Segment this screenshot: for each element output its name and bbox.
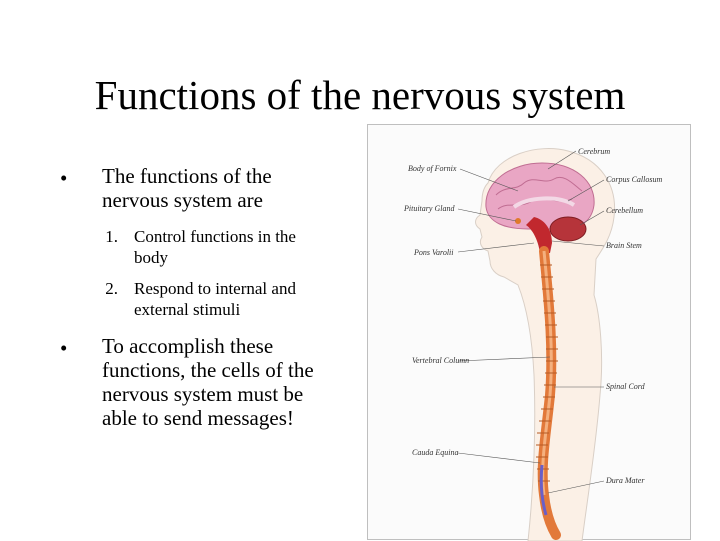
subitem-1-line-2: body (134, 248, 168, 267)
bullet-marker: • (60, 166, 68, 190)
pituitary-gland (515, 218, 521, 224)
bullet-2-line-1: To accomplish these (102, 334, 274, 358)
label-dura-mater: Dura Mater (605, 476, 645, 485)
bullet-2-line-3: nervous system must be (102, 382, 304, 406)
label-brain-stem: Brain Stem (606, 241, 642, 250)
subitem-2-line-1: Respond to internal and (134, 279, 296, 298)
bullet-1: The functions of the nervous system are (102, 164, 272, 212)
label-cerebrum: Cerebrum (578, 147, 610, 156)
subitem-1: Control functions in the body (134, 226, 344, 268)
label-cauda-equina: Cauda Equina (412, 448, 458, 457)
label-pons-varolii: Pons Varolii (413, 248, 453, 257)
cerebellum (549, 216, 587, 242)
bullet-marker: • (60, 336, 68, 360)
bullet-1-line-1: The functions of the (102, 164, 272, 188)
slide-title: Functions of the nervous system (94, 72, 626, 118)
spinal-cord (541, 250, 553, 496)
label-spinal-cord: Spinal Cord (606, 382, 646, 391)
subitem-2-number: 2. (105, 279, 118, 298)
label-cerebellum: Cerebellum (606, 206, 643, 215)
label-corpus-callosum: Corpus Callosum (606, 175, 662, 184)
subitem-2-line-2: external stimuli (134, 300, 241, 319)
label-vertebral-column: Vertebral Column (412, 356, 469, 365)
bullet-2-line-2: functions, the cells of the (102, 358, 314, 382)
label-pituitary-gland: Pituitary Gland (403, 204, 455, 213)
corpus-callosum (512, 196, 576, 209)
nervous-system-illustration: Cerebrum Body of Fornix Corpus Callosum … (403, 147, 662, 541)
leader-lines (457, 150, 605, 494)
subitem-1-number: 1. (105, 227, 118, 246)
body-silhouette (475, 148, 616, 541)
nervous-system-diagram: Cerebrum Body of Fornix Corpus Callosum … (367, 124, 691, 541)
subitem-2: Respond to internal and external stimuli (134, 278, 344, 320)
bullet-2-line-4: able to send messages! (102, 406, 294, 430)
label-body-of-fornix: Body of Fornix (408, 164, 457, 173)
subitem-1-line-1: Control functions in the (134, 227, 296, 246)
bullet-1-line-2: nervous system are (102, 188, 263, 212)
bullet-2: To accomplish these functions, the cells… (102, 334, 314, 430)
cauda-equina (539, 464, 548, 516)
brain-stem (526, 217, 552, 253)
